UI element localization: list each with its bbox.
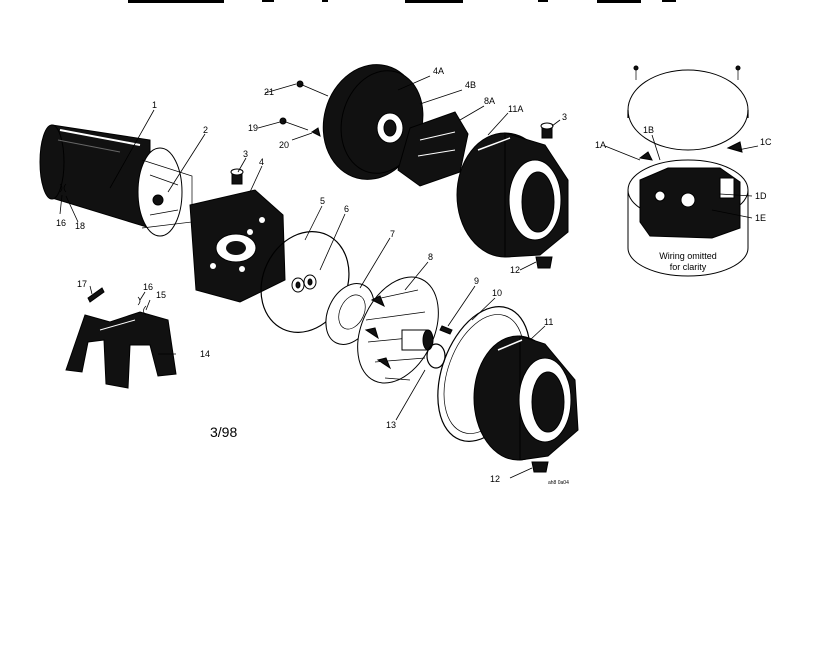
label-13: 13	[386, 420, 396, 430]
label-9: 9	[474, 276, 479, 286]
small-parts-15-18	[59, 183, 147, 316]
label-5: 5	[320, 196, 325, 206]
label-14: 14	[200, 349, 210, 359]
label-1d: 1D	[755, 191, 767, 201]
plug-part-3-right	[540, 122, 554, 139]
label-2: 2	[203, 125, 208, 135]
label-1b: 1B	[643, 125, 654, 135]
label-18: 18	[75, 221, 85, 231]
label-11: 11	[544, 317, 553, 327]
seal-plate-part-4	[189, 189, 286, 303]
label-21: 21	[264, 87, 274, 97]
label-1c: 1C	[760, 137, 772, 147]
label-4a: 4A	[433, 66, 444, 76]
label-15: 15	[156, 290, 166, 300]
label-1: 1	[152, 100, 157, 110]
label-4: 4	[259, 157, 264, 167]
cover-part-4a	[322, 64, 424, 180]
control-box-inset	[627, 65, 749, 277]
motor-part-1	[39, 124, 193, 237]
label-20: 20	[279, 140, 289, 150]
leader-lines	[59, 75, 759, 479]
label-16-base: 16	[143, 282, 153, 292]
part-labels: 1 2 3 4 4A 4B 8A 11A 3 5 6 7 8 9 10 11 1…	[56, 66, 772, 486]
label-11a: 11A	[508, 104, 523, 114]
label-16-motor: 16	[56, 218, 66, 228]
impeller-part-8	[357, 276, 439, 384]
seal-part-6	[291, 274, 317, 293]
drain-plug-part-12-upper	[535, 256, 553, 269]
date-stamp: 3/98	[210, 424, 237, 440]
label-12-lower: 12	[490, 474, 500, 484]
plug-part-3	[230, 168, 244, 185]
o-ring-part-13	[426, 343, 446, 369]
label-4b: 4B	[465, 80, 476, 90]
label-17: 17	[77, 279, 87, 289]
drawing-code: ah8 0a04	[548, 480, 569, 486]
label-7: 7	[390, 229, 395, 239]
label-1e: 1E	[755, 213, 766, 223]
pump-housing-part-11	[473, 335, 579, 461]
base-part-14	[65, 311, 177, 389]
top-crop-marks	[128, 0, 676, 3]
label-6: 6	[344, 204, 349, 214]
label-10: 10	[492, 288, 502, 298]
wiring-note-line-1: Wiring omitted	[659, 251, 717, 261]
label-8a: 8A	[484, 96, 495, 106]
label-3: 3	[243, 149, 248, 159]
bolts-19-20-21	[279, 80, 329, 137]
label-1a: 1A	[595, 140, 606, 150]
drain-plug-part-12-lower	[531, 461, 549, 473]
housing-part-11a	[456, 132, 569, 258]
label-19: 19	[248, 123, 258, 133]
label-3-right: 3	[562, 112, 567, 122]
wiring-note-line-2: for clarity	[670, 262, 707, 272]
screw-part-9	[439, 325, 453, 335]
label-12-upper: 12	[510, 265, 520, 275]
label-8: 8	[428, 252, 433, 262]
